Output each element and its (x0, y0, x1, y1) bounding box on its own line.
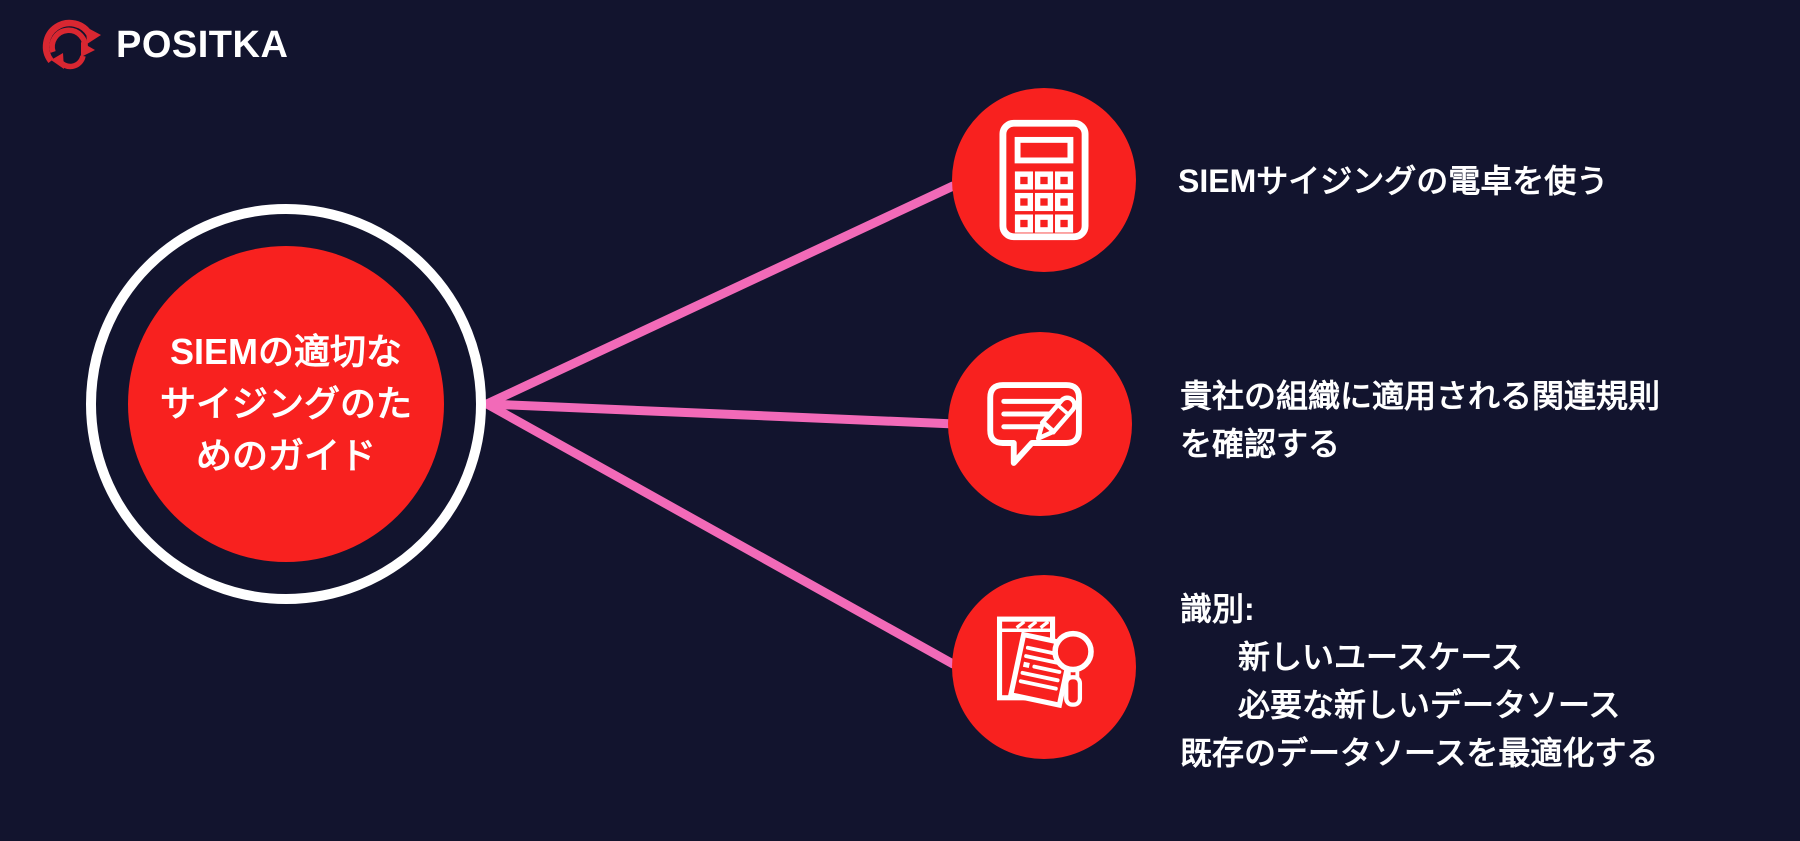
connector-line-middle (482, 399, 960, 429)
center-line-1: SIEMの適切な (169, 331, 402, 372)
connector-line-top (482, 181, 958, 409)
branch-label-identify: 識別: 新しいユースケース 必要な新しいデータソース 既存のデータソースを最適化… (1180, 585, 1658, 777)
positka-swirl-arrows-icon (42, 19, 101, 70)
label-line: 新しいユースケース (1238, 639, 1523, 675)
calculator-icon (999, 119, 1089, 241)
connector-line-bottom (482, 399, 958, 669)
center-ring (86, 204, 486, 604)
center-line-2: サイジングのた (159, 383, 412, 424)
label-line: 識別: (1180, 591, 1255, 627)
label-line: SIEMサイジングの電卓を使う (1178, 163, 1609, 199)
branch-node-identify (952, 575, 1136, 759)
center-node-label: SIEMの適切な サイジングのた めのガイド (160, 326, 412, 482)
branch-node-chat (948, 332, 1132, 516)
branch-node-calculator (952, 88, 1136, 272)
branch-label-calculator: SIEMサイジングの電卓を使う (1178, 157, 1608, 205)
center-line-3: めのガイド (195, 435, 376, 476)
label-line: 必要な新しいデータソース (1238, 687, 1621, 723)
label-line: を確認する (1180, 426, 1341, 462)
label-line: 既存のデータソースを最適化する (1180, 735, 1659, 771)
chat-pencil-icon (987, 382, 1082, 466)
center-node: SIEMの適切な サイジングのた めのガイド (128, 246, 444, 562)
label-line: 貴社の組織に適用される関連規則 (1180, 378, 1661, 414)
document-search-icon (996, 616, 1094, 709)
logo: POSITKA (38, 12, 288, 78)
branch-label-regulations: 貴社の組織に適用される関連規則 を確認する (1180, 372, 1660, 468)
brand-text: POSITKA (116, 24, 289, 66)
